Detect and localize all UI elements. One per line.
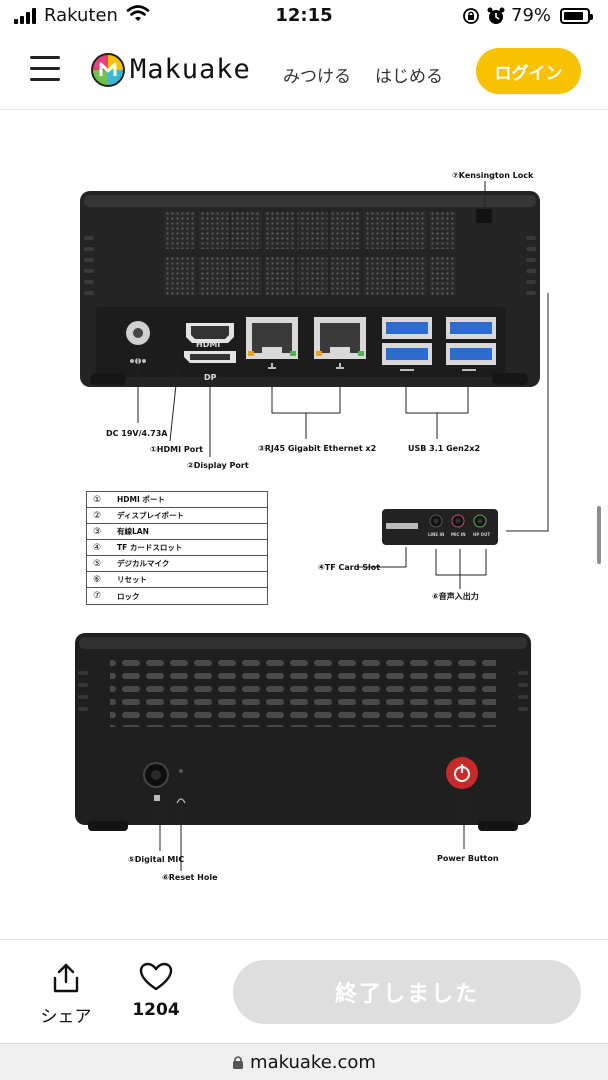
label-tf-card-slot: ④TF Card Slot [318, 563, 381, 572]
label-hdmi-small: HDMI [196, 340, 221, 349]
share-button[interactable]: シェア [36, 962, 96, 1027]
wifi-icon [126, 5, 150, 21]
logo-text[interactable]: Makuake [130, 54, 251, 85]
label-dc-input: DC 19V/4.73A [106, 429, 168, 438]
label-rj45: ③RJ45 Gigabit Ethernet x2 [258, 444, 377, 453]
like-button[interactable]: 1204 [126, 962, 186, 1020]
url-domain: makuake.com [250, 1051, 376, 1073]
product-diagram-image [75, 181, 549, 871]
clock: 12:15 [275, 5, 333, 26]
label-kensington-lock: ⑦Kensington Lock [452, 171, 534, 180]
alarm-icon [487, 7, 505, 24]
battery-icon [560, 8, 593, 24]
share-icon [53, 963, 79, 993]
bottom-action-bar: シェア 1204 終了しました [0, 939, 608, 1043]
heart-icon [139, 962, 173, 991]
like-count: 1204 [132, 1000, 180, 1020]
nav-link-find[interactable]: みつける [283, 67, 351, 87]
label-hp-out: HP OUT [473, 532, 491, 537]
label-usb: USB 3.1 Gen2x2 [408, 444, 481, 453]
cellular-signal-icon [14, 8, 36, 24]
label-digital-mic: ⑤Digital MIC [128, 855, 185, 864]
share-label: シェア [40, 1007, 92, 1027]
product-image-area: ⑦Kensington Lock HDMI DP DC 19V/4.73A ①H… [0, 111, 608, 939]
label-power-button: Power Button [437, 854, 499, 863]
site-header: Makuake みつける はじめる ログイン [0, 34, 608, 110]
project-ended-button[interactable]: 終了しました [233, 960, 581, 1024]
label-dp-small: DP [204, 373, 217, 382]
battery-percent: 79% [511, 5, 552, 26]
label-mic-in: MIC IN [451, 532, 466, 537]
nav-link-start[interactable]: はじめる [375, 67, 443, 87]
label-line-in: LINE IN [428, 532, 445, 537]
menu-icon[interactable] [30, 56, 60, 82]
label-reset-hole: ⑥Reset Hole [162, 873, 218, 882]
label-hdmi-port: ①HDMI Port [150, 445, 203, 454]
carrier-name: Rakuten [44, 5, 118, 26]
browser-url-bar[interactable]: makuake.com [0, 1043, 608, 1080]
makuake-logo-icon[interactable] [90, 52, 126, 88]
rotation-lock-icon [463, 8, 479, 24]
login-button[interactable]: ログイン [476, 48, 581, 94]
label-audio-io: ⑥音声入出力 [432, 592, 479, 601]
scroll-indicator[interactable] [597, 506, 601, 564]
lock-icon [233, 1055, 244, 1069]
status-bar: Rakuten 12:15 79% [0, 0, 608, 34]
label-display-port: ②Display Port [187, 461, 249, 470]
